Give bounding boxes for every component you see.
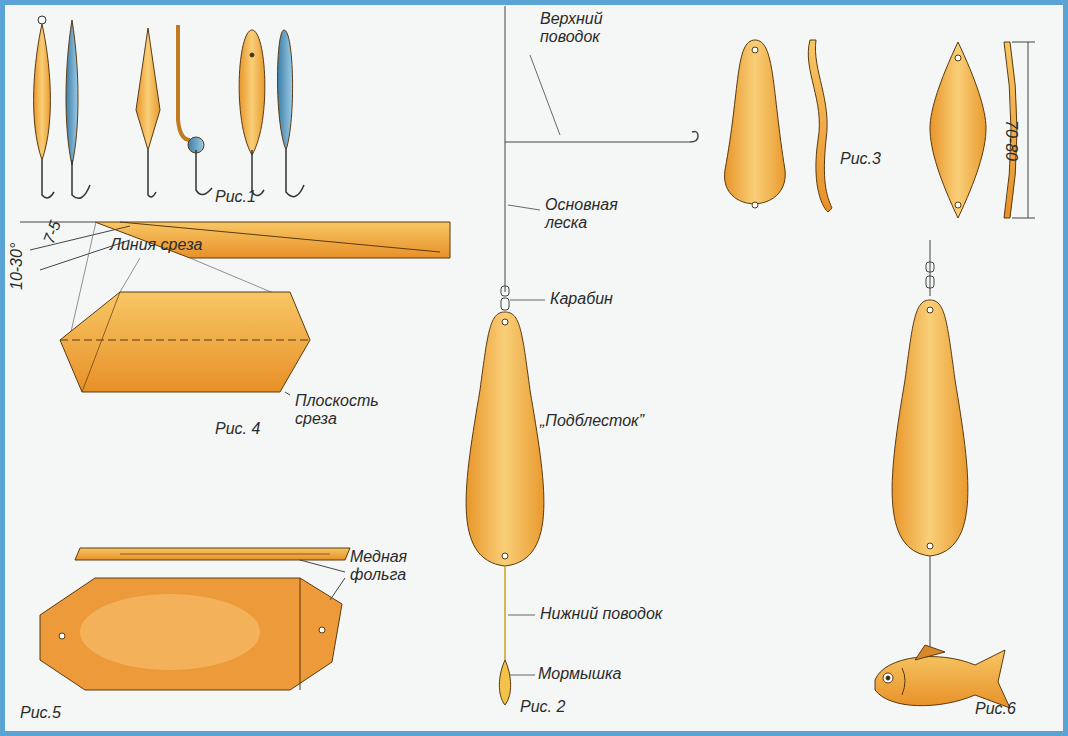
dimension-label: 10-30°: [8, 243, 26, 290]
part-label: Линия среза: [110, 236, 202, 254]
figure-number: Рис. 4: [215, 420, 260, 438]
figure-number: Рис.6: [975, 700, 1016, 718]
part-label: Карабин: [550, 290, 613, 308]
part-label: „Подблесток”: [540, 412, 644, 430]
part-label: Мормышка: [538, 665, 621, 683]
part-label: Верхний поводок: [540, 10, 620, 47]
part-label: Медная фольга: [350, 548, 420, 585]
part-label: Нижний поводок: [540, 605, 662, 623]
figure-number: Рис.5: [20, 704, 61, 722]
figure-number: Рис.3: [840, 150, 881, 168]
part-label: Плоскость среза: [295, 392, 390, 429]
dimension-label: 70-80: [1002, 120, 1020, 161]
part-label: Основная леска: [545, 196, 625, 233]
figure-number: Рис. 2: [520, 698, 565, 716]
figure-number: Рис.1: [215, 188, 256, 206]
